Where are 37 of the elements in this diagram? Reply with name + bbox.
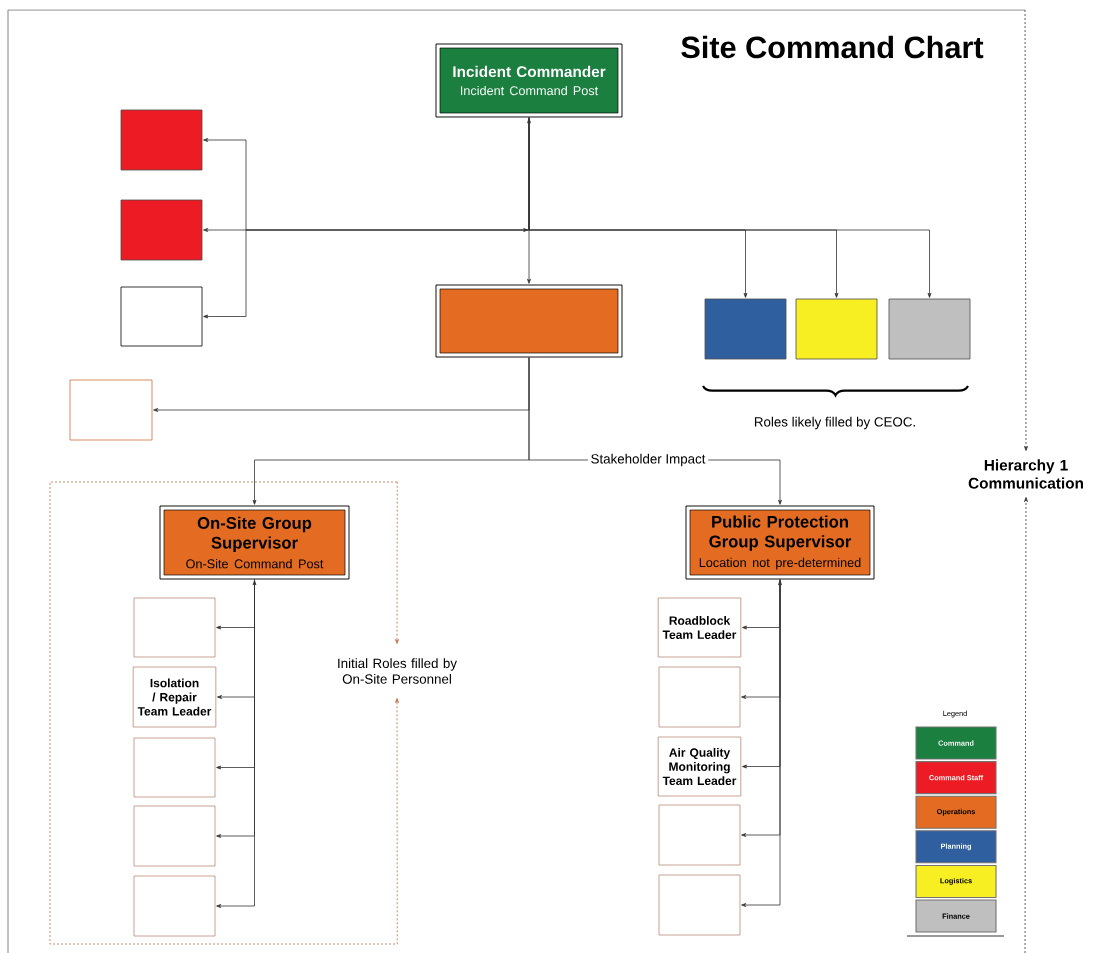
team-leader-box [133, 737, 216, 798]
command-box: Incident Commander Incident Command Post [435, 43, 623, 118]
arrow [741, 579, 781, 907]
team-leader-box [133, 805, 216, 867]
arrow [1024, 9, 1028, 451]
team-leader-box [658, 804, 741, 866]
team-leader-box: Isolation / Repair Team Leader [132, 666, 217, 728]
team-leader-box [658, 666, 741, 728]
edge-label: Stakeholder Impact [587, 451, 709, 469]
role-box [795, 298, 878, 360]
role-box [120, 199, 203, 261]
caption-text: Roles likely filled by CEOC. [754, 416, 915, 430]
arrow [216, 579, 255, 908]
arrow [527, 118, 531, 284]
annotation-text: Hierarchy 1 Communication [968, 459, 1083, 489]
supervisor-box: Public Protection Group Supervisor Location not pre-determined [685, 505, 875, 580]
role-box [120, 286, 203, 347]
team-leader-box [133, 597, 216, 658]
team-leader-box: Air Quality Monitoring Team Leader [657, 736, 742, 797]
team-leader-box: Roadblock Team Leader [657, 597, 742, 658]
supervisor-box: On-Site Group Supervisor On-Site Command Post [159, 505, 350, 580]
role-box [120, 109, 203, 171]
arrow [742, 580, 782, 630]
arrow [1024, 497, 1028, 953]
role-box [704, 298, 787, 360]
arrow [395, 481, 399, 644]
chart-title: Site Command Chart [681, 35, 984, 59]
team-leader-box [658, 874, 741, 936]
arrow [203, 228, 529, 232]
role-box [888, 298, 971, 360]
operations-box [435, 284, 623, 358]
arrow [528, 117, 932, 298]
arrow [216, 580, 257, 630]
team-leader-box [133, 875, 216, 937]
role-box [69, 379, 153, 441]
arrow [395, 698, 399, 945]
annotation-text: Initial Roles filled by On-Site Personnel [338, 658, 457, 684]
